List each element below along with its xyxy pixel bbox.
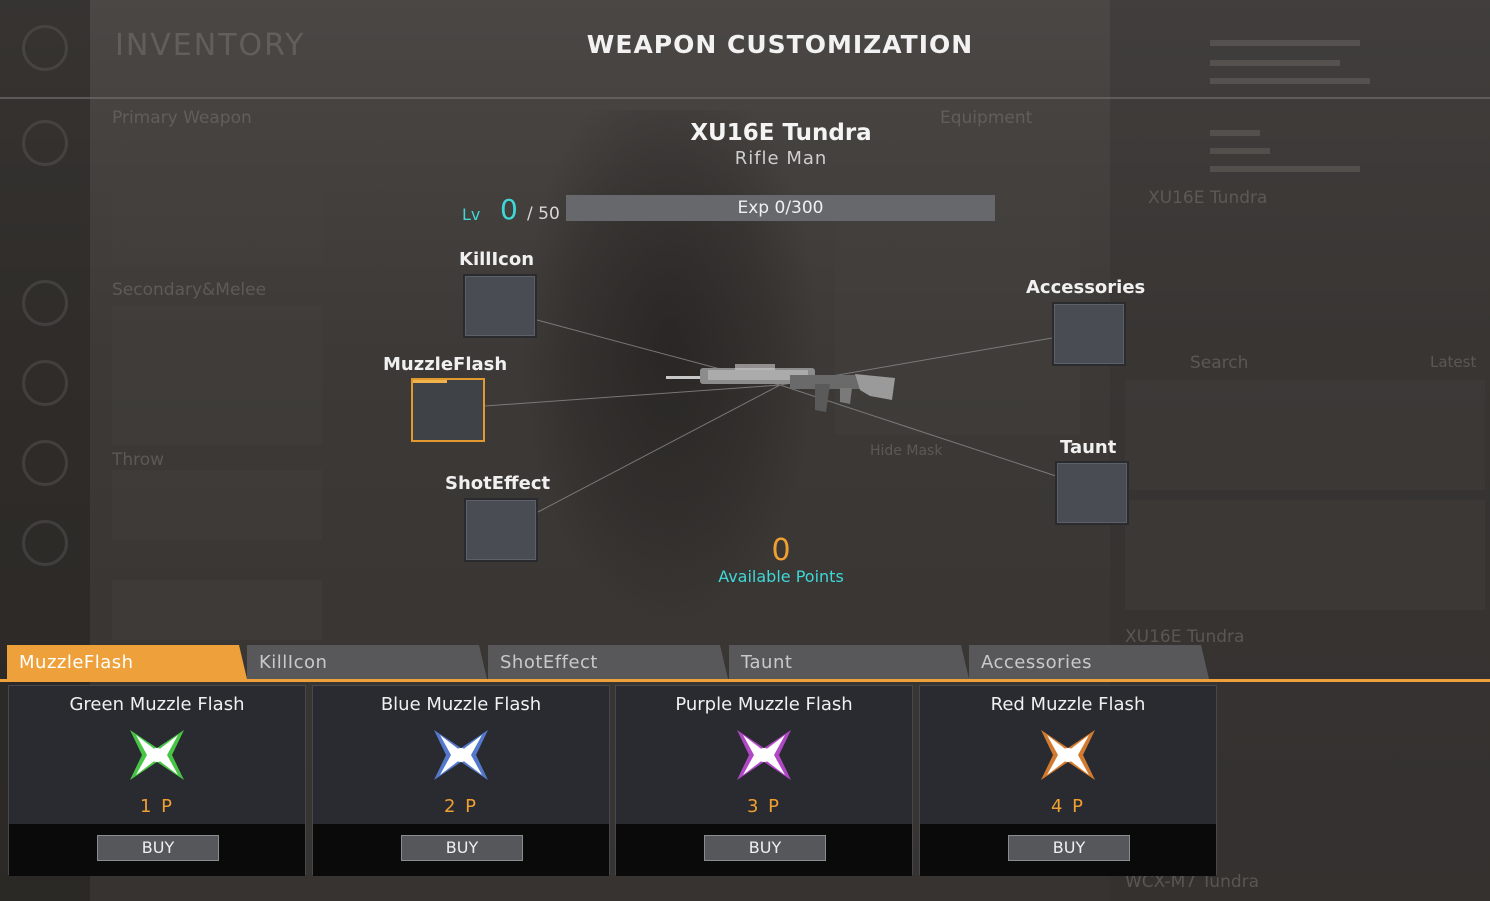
item-card-footer: BUY xyxy=(920,824,1216,876)
background-rail-icon xyxy=(22,440,68,486)
background-stat-bar xyxy=(1210,130,1260,136)
buy-button[interactable]: BUY xyxy=(704,835,826,861)
background-stat-bar xyxy=(1210,60,1340,66)
connector-shoteffect xyxy=(537,384,781,513)
background-rail-icon xyxy=(22,25,68,71)
background-weapon-list-2: XU16E Tundra xyxy=(1125,627,1245,647)
item-name: Blue Muzzle Flash xyxy=(380,694,542,715)
background-rail-icon xyxy=(22,280,68,326)
item-price: 4 P xyxy=(1050,796,1086,817)
weapon-class: Rifle Man xyxy=(734,148,828,169)
background-search: Search xyxy=(1190,353,1249,373)
background-rail-icon xyxy=(22,120,68,166)
available-points-value: 0 xyxy=(771,533,791,568)
item-name: Purple Muzzle Flash xyxy=(675,694,853,715)
weapon-name: XU16E Tundra xyxy=(690,120,872,146)
buy-button[interactable]: BUY xyxy=(401,835,523,861)
item-card-green[interactable]: Green Muzzle Flash 1 P BUY xyxy=(8,685,306,876)
background-weapon-card xyxy=(112,580,322,640)
background-stat-bar xyxy=(1210,148,1270,154)
slot-killicon[interactable] xyxy=(463,274,537,338)
page-title: WEAPON CUSTOMIZATION xyxy=(586,30,974,59)
slot-shoteffect[interactable] xyxy=(464,498,538,562)
background-inventory-title: INVENTORY xyxy=(115,28,306,63)
header: WEAPON CUSTOMIZATION xyxy=(0,0,1490,99)
background-stat-bar xyxy=(1210,40,1360,46)
slot-label-taunt: Taunt xyxy=(1060,437,1117,458)
background-item-row xyxy=(1125,380,1485,490)
background-stat-bar xyxy=(1210,166,1360,172)
background-weapon-card xyxy=(112,470,322,540)
tab-underline xyxy=(0,679,1490,682)
slot-label-accessories: Accessories xyxy=(1026,277,1146,298)
level-label: Lv xyxy=(462,205,481,224)
available-points-label: Available Points xyxy=(718,567,844,586)
slot-label-muzzleflash: MuzzleFlash xyxy=(383,354,508,375)
buy-button[interactable]: BUY xyxy=(97,835,219,861)
background-equipment: Equipment xyxy=(940,108,1033,128)
slot-accessories[interactable] xyxy=(1052,302,1126,366)
slot-label-killicon: KillIcon xyxy=(459,249,535,270)
slot-taunt[interactable] xyxy=(1055,461,1129,525)
exp-text: Exp 0/300 xyxy=(737,198,824,218)
category-tabs: MuzzleFlash KillIcon ShotEffect Taunt Ac… xyxy=(0,645,1490,679)
tab-muzzleflash[interactable]: MuzzleFlash xyxy=(7,645,247,679)
background-latest: Latest xyxy=(1430,353,1477,371)
background-primary-weapon: Primary Weapon xyxy=(112,108,252,128)
purple-muzzle-flash-icon xyxy=(737,730,791,780)
item-card-footer: BUY xyxy=(9,824,305,876)
buy-button[interactable]: BUY xyxy=(1008,835,1130,861)
connector-muzzleflash xyxy=(484,384,781,407)
green-muzzle-flash-icon xyxy=(130,730,184,780)
background-secondary-melee: Secondary&Melee xyxy=(112,280,267,300)
background-weapon-card xyxy=(112,305,322,445)
item-card-footer: BUY xyxy=(616,824,912,876)
item-card-footer: BUY xyxy=(313,824,609,876)
level-value: 0 xyxy=(500,193,518,226)
exp-bar: Exp 0/300 xyxy=(566,195,995,221)
blue-muzzle-flash-icon xyxy=(434,730,488,780)
tab-taunt[interactable]: Taunt xyxy=(729,645,969,679)
background-throw: Throw xyxy=(112,450,165,470)
background-weapon-list-1: XU16E Tundra xyxy=(1148,188,1268,208)
background-right-panel: XU16E Tundra Search Latest XU16E Tundra … xyxy=(1110,0,1490,901)
item-price: 2 P xyxy=(443,796,479,817)
item-card-purple[interactable]: Purple Muzzle Flash 3 P BUY xyxy=(615,685,913,876)
red-muzzle-flash-icon xyxy=(1041,730,1095,780)
background-rail-icon xyxy=(22,520,68,566)
background-item-row xyxy=(1125,500,1485,610)
item-price: 3 P xyxy=(746,796,782,817)
rifle-icon xyxy=(666,364,895,412)
level-max: / 50 xyxy=(527,204,560,224)
background-weapon-card xyxy=(112,135,322,265)
tab-shoteffect[interactable]: ShotEffect xyxy=(488,645,728,679)
background-stat-bar xyxy=(1210,78,1370,84)
tab-killicon[interactable]: KillIcon xyxy=(247,645,487,679)
slot-label-shoteffect: ShotEffect xyxy=(445,473,551,494)
item-price: 1 P xyxy=(139,796,175,817)
background-rail-icon xyxy=(22,360,68,406)
item-card-red[interactable]: Red Muzzle Flash 4 P BUY xyxy=(919,685,1217,876)
background-weapon-list-3: WCX-M7 Tundra xyxy=(1125,872,1260,892)
slot-muzzleflash[interactable] xyxy=(411,378,485,442)
item-card-blue[interactable]: Blue Muzzle Flash 2 P BUY xyxy=(312,685,610,876)
tab-accessories[interactable]: Accessories xyxy=(969,645,1209,679)
background-hide-mask: Hide Mask xyxy=(870,443,943,459)
item-name: Green Muzzle Flash xyxy=(69,694,245,715)
item-name: Red Muzzle Flash xyxy=(990,694,1146,715)
